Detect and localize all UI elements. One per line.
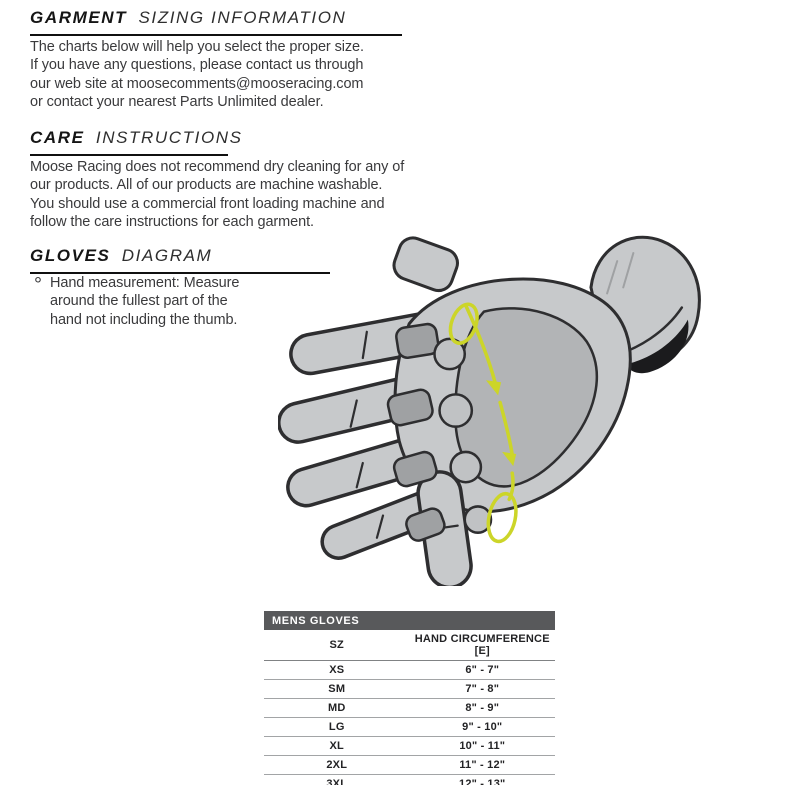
heading-gloves-light: DIAGRAM [121,246,213,265]
col-header-size: SZ [264,630,410,661]
section-heading-care: CARE INSTRUCTIONS [30,128,241,156]
measurement-arrows-icon [448,302,518,544]
table-cell: 10" - 11" [409,736,555,756]
table-cell: MD [264,698,410,718]
table-cell: 6" - 7" [409,660,555,680]
wrist-tab [392,236,459,293]
table-cell: 8" - 9" [409,698,555,718]
section-heading-garment: GARMENT SIZING INFORMATION [30,8,402,36]
bullet-icon: ° [34,274,42,296]
palm-circle-pads [433,337,493,534]
table-cell: 7" - 8" [409,679,555,699]
mens-gloves-table: MENS GLOVES SZ HAND CIRCUMFERENCE [E] XS… [264,611,555,785]
heading-care-light: INSTRUCTIONS [95,128,243,147]
heading-care-bold: CARE [30,128,85,147]
table-cell: SM [264,679,410,699]
hand-measurement-text: Hand measurement: Measure around the ful… [50,275,240,328]
table-cell: 3XL [264,774,410,785]
heading-gloves-bold: GLOVES [30,246,111,265]
table-header-row: SZ HAND CIRCUMFERENCE [E] [264,630,555,661]
table-cell: 11" - 12" [409,755,555,775]
garment-paragraph: The charts below will help you select th… [30,39,364,111]
table-cell: XL [264,736,410,756]
table-cell: XS [264,660,410,680]
table-cell: 9" - 10" [409,717,555,737]
table-cell: LG [264,717,410,737]
heading-garment-light: SIZING INFORMATION [138,8,347,27]
col-header-circumference: HAND CIRCUMFERENCE [E] [409,630,555,661]
table-cell: 2XL [264,755,410,775]
hand-measurement-note: ° Hand measurement: Measure around the f… [34,274,294,329]
heading-garment-bold: GARMENT [30,8,128,27]
cuff-strap [625,319,689,374]
table-cell: 12" - 13" [409,774,555,785]
glove-illustration [278,235,701,586]
knuckle-pads [386,322,446,542]
table-title: MENS GLOVES [264,611,555,630]
care-paragraph: Moose Racing does not recommend dry clea… [30,159,405,231]
section-heading-gloves: GLOVES DIAGRAM [30,246,330,274]
